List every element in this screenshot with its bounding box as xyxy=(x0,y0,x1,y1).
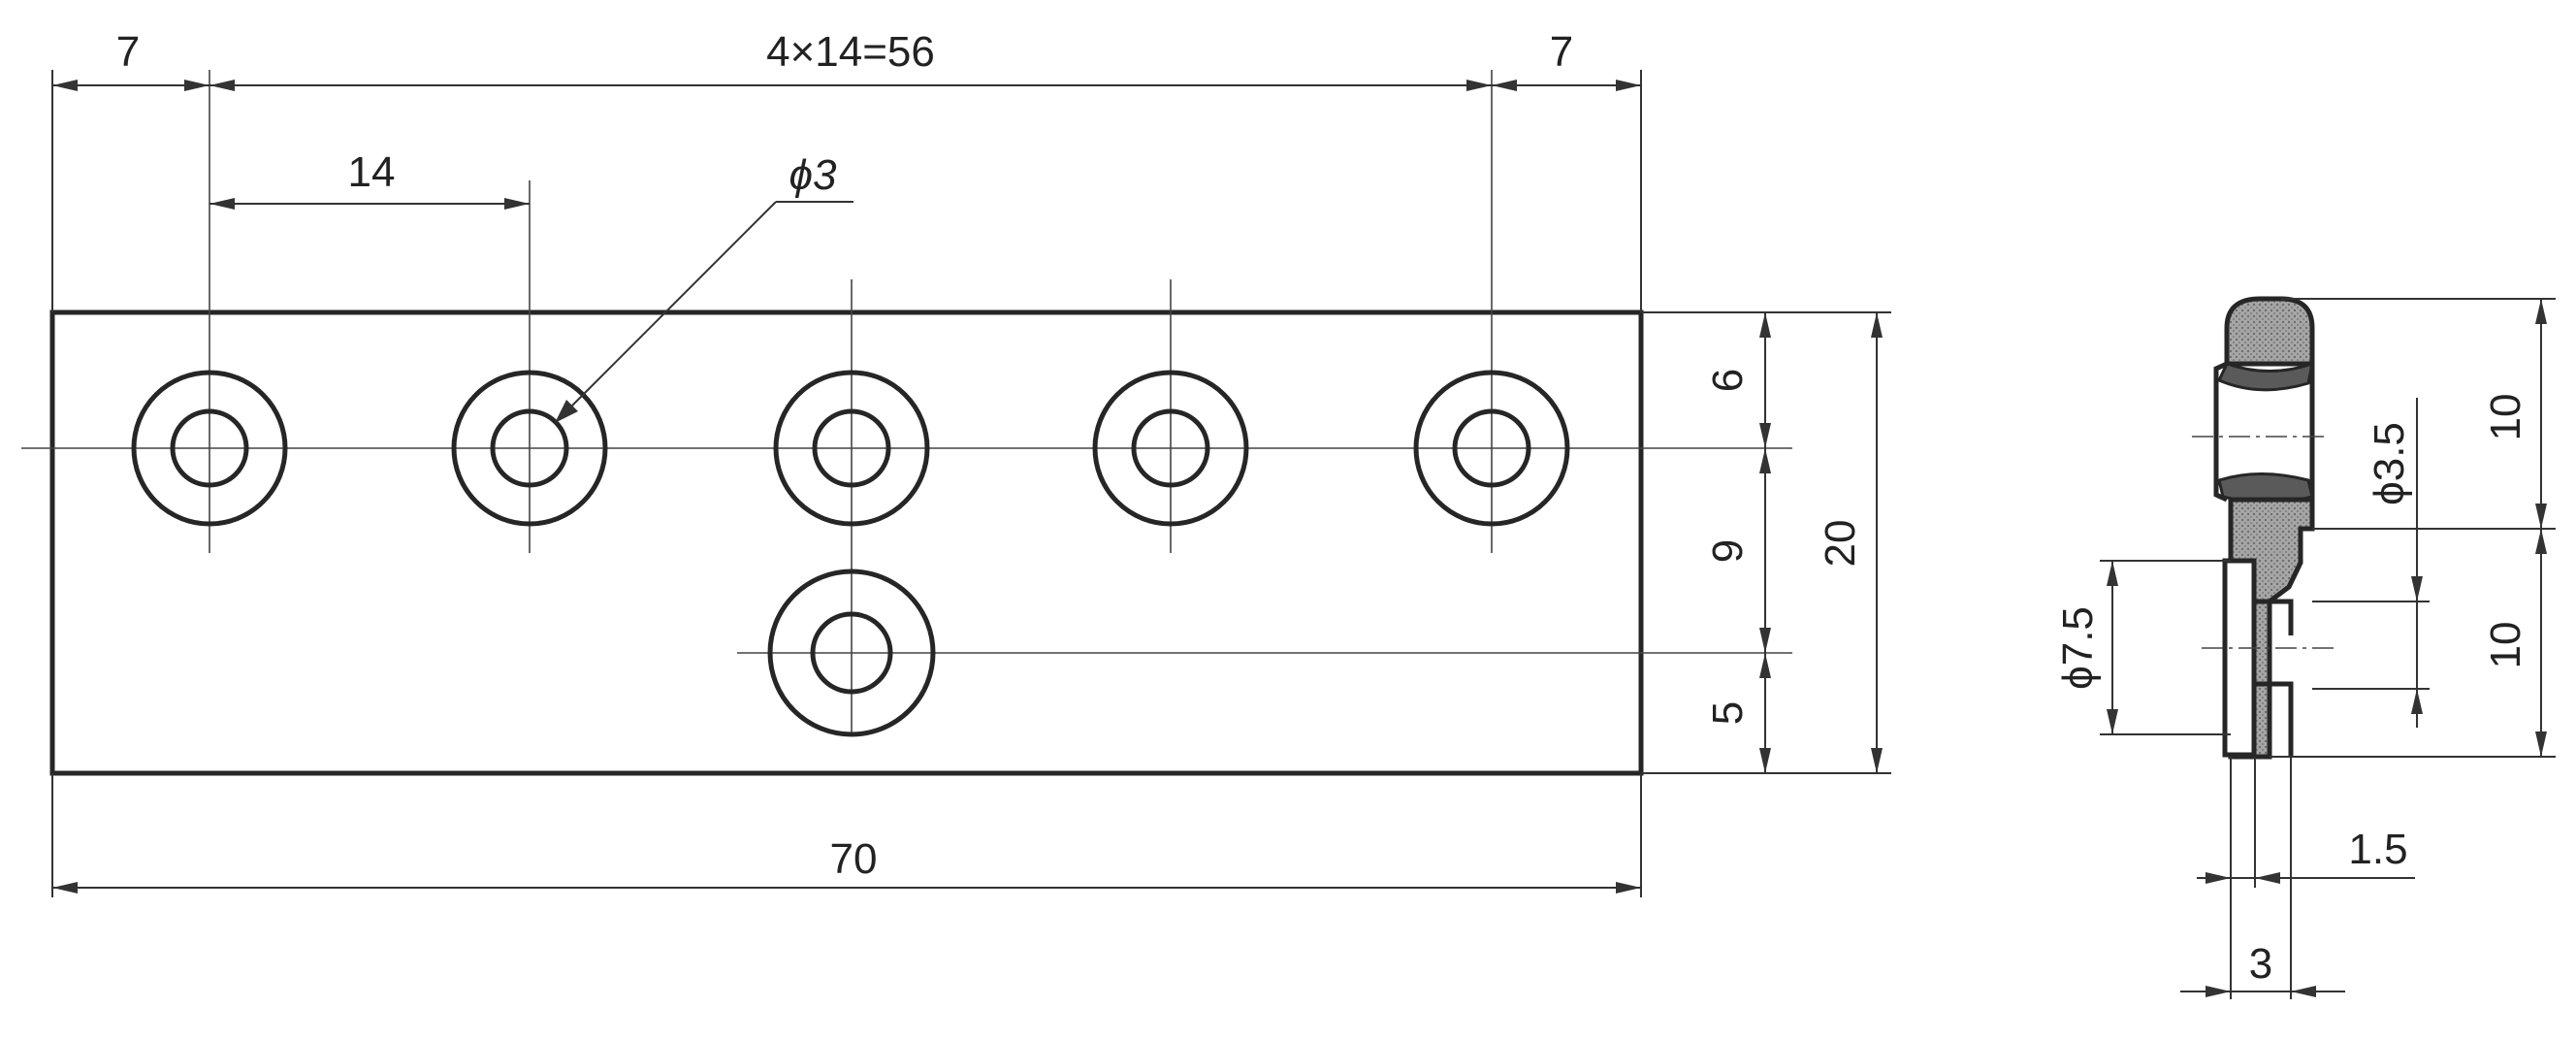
sec-offset-arrow-right xyxy=(2255,872,2280,884)
sec-lower-arrow-top xyxy=(2535,529,2547,554)
stack-arrows xyxy=(1759,312,1771,773)
hole-1 xyxy=(131,370,288,527)
hole-lower xyxy=(767,569,936,737)
sec-thickness-arrow-right xyxy=(2291,986,2316,997)
top-arrows xyxy=(52,80,1641,91)
plan-view: 7 4×14=56 7 14 ϕ3 70 6 9 5 xyxy=(21,28,1891,897)
section-counterbore xyxy=(2222,558,2257,758)
sec-upper-arrow-top xyxy=(2535,299,2547,324)
dim-lower-to-bottom: 5 xyxy=(1704,701,1752,725)
section-head-inner-top xyxy=(2216,361,2314,392)
section-view: 10 10 ϕ3.5 ϕ7.5 1.5 3 xyxy=(2054,296,2556,999)
hole-3 xyxy=(773,370,930,527)
pitch-arrow-left xyxy=(209,198,235,210)
length-arrow-left xyxy=(52,882,78,894)
dim-upper-height: 10 xyxy=(2482,394,2529,441)
dim-offset: 1.5 xyxy=(2348,826,2407,873)
hole-5 xyxy=(1413,370,1570,527)
sec-cb-arrow-top xyxy=(2107,561,2118,586)
dim-pitch: 14 xyxy=(348,148,396,196)
leader-arrow xyxy=(555,400,578,423)
sec-bore-arrow-bottom xyxy=(2411,689,2423,714)
width-arrow-top xyxy=(1871,312,1883,338)
dim-left-margin: 7 xyxy=(116,28,140,76)
sec-cb-arrow-bottom xyxy=(2107,709,2118,734)
sec-thickness-arrow-left xyxy=(2206,986,2231,997)
dim-counterbore-dia: ϕ7.5 xyxy=(2054,606,2102,690)
pitch-arrow-right xyxy=(504,198,530,210)
leader-hole-dia xyxy=(566,201,777,411)
section-plate-lower xyxy=(2255,599,2294,757)
length-arrow-right xyxy=(1616,882,1641,894)
hole-4 xyxy=(1092,370,1249,527)
dim-row-to-lower: 9 xyxy=(1704,539,1752,563)
sec-upper-arrow-bottom xyxy=(2535,504,2547,529)
dim-overall-length: 70 xyxy=(830,835,878,883)
hole-2 xyxy=(451,370,608,527)
width-arrow-bottom xyxy=(1871,748,1883,773)
dim-top-to-row: 6 xyxy=(1704,369,1752,392)
dim-right-margin: 7 xyxy=(1550,28,1573,76)
plate-outline xyxy=(49,309,1644,776)
dim-overall-width: 20 xyxy=(1817,520,1864,568)
dim-bore-dia: ϕ3.5 xyxy=(2366,422,2413,505)
dim-lower-height: 10 xyxy=(2482,622,2529,669)
section-head-top xyxy=(2224,296,2315,367)
dim-pitch-total: 4×14=56 xyxy=(766,28,935,76)
sec-offset-arrow-left xyxy=(2206,872,2231,884)
sec-bore-arrow-top xyxy=(2411,576,2423,601)
dim-thickness: 3 xyxy=(2249,940,2272,988)
dim-hole-dia: ϕ3 xyxy=(789,151,837,199)
sec-lower-arrow-bottom xyxy=(2535,731,2547,757)
